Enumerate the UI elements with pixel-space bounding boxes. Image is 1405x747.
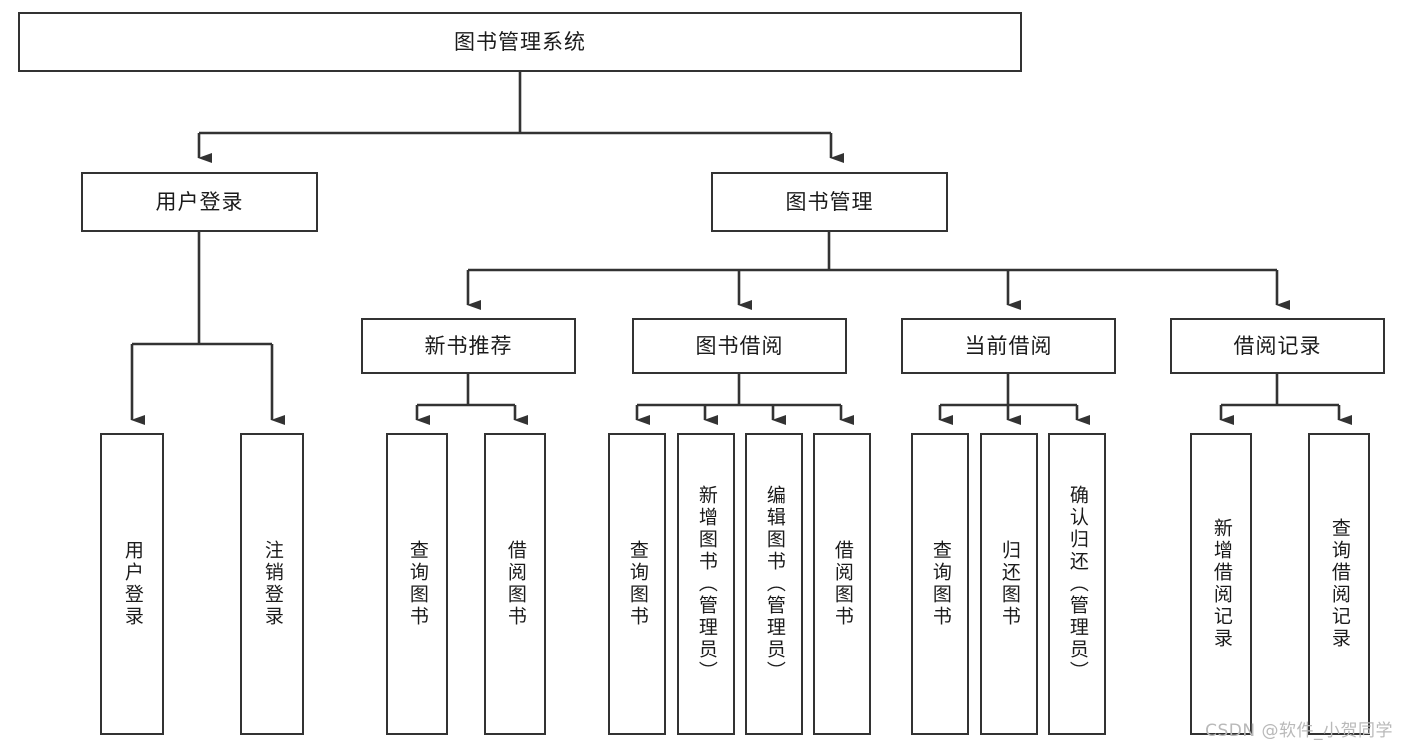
leaf-confirm-return-admin[interactable]: 确认归还（管理员）	[1048, 433, 1106, 735]
leaf-query-book-borrow[interactable]: 查询图书	[608, 433, 666, 735]
leaf-borrow-book-new[interactable]: 借阅图书	[484, 433, 546, 735]
node-book-borrowing[interactable]: 图书借阅	[632, 318, 847, 374]
leaf-logout[interactable]: 注销登录	[240, 433, 304, 735]
leaf-user-login[interactable]: 用户登录	[100, 433, 164, 735]
watermark-text: CSDN @软件_小贺同学	[1205, 721, 1393, 741]
leaf-borrow-book[interactable]: 借阅图书	[813, 433, 871, 735]
node-new-book-recommendation[interactable]: 新书推荐	[361, 318, 576, 374]
leaf-query-borrow-record[interactable]: 查询借阅记录	[1308, 433, 1370, 735]
node-root-book-management-system[interactable]: 图书管理系统	[18, 12, 1022, 72]
node-user-login[interactable]: 用户登录	[81, 172, 318, 232]
leaf-edit-book-admin[interactable]: 编辑图书（管理员）	[745, 433, 803, 735]
leaf-query-book-current[interactable]: 查询图书	[911, 433, 969, 735]
leaf-add-book-admin[interactable]: 新增图书（管理员）	[677, 433, 735, 735]
node-current-borrowing[interactable]: 当前借阅	[901, 318, 1116, 374]
leaf-query-book-new[interactable]: 查询图书	[386, 433, 448, 735]
node-book-management[interactable]: 图书管理	[711, 172, 948, 232]
leaf-add-borrow-record[interactable]: 新增借阅记录	[1190, 433, 1252, 735]
leaf-return-book[interactable]: 归还图书	[980, 433, 1038, 735]
node-borrowing-records[interactable]: 借阅记录	[1170, 318, 1385, 374]
